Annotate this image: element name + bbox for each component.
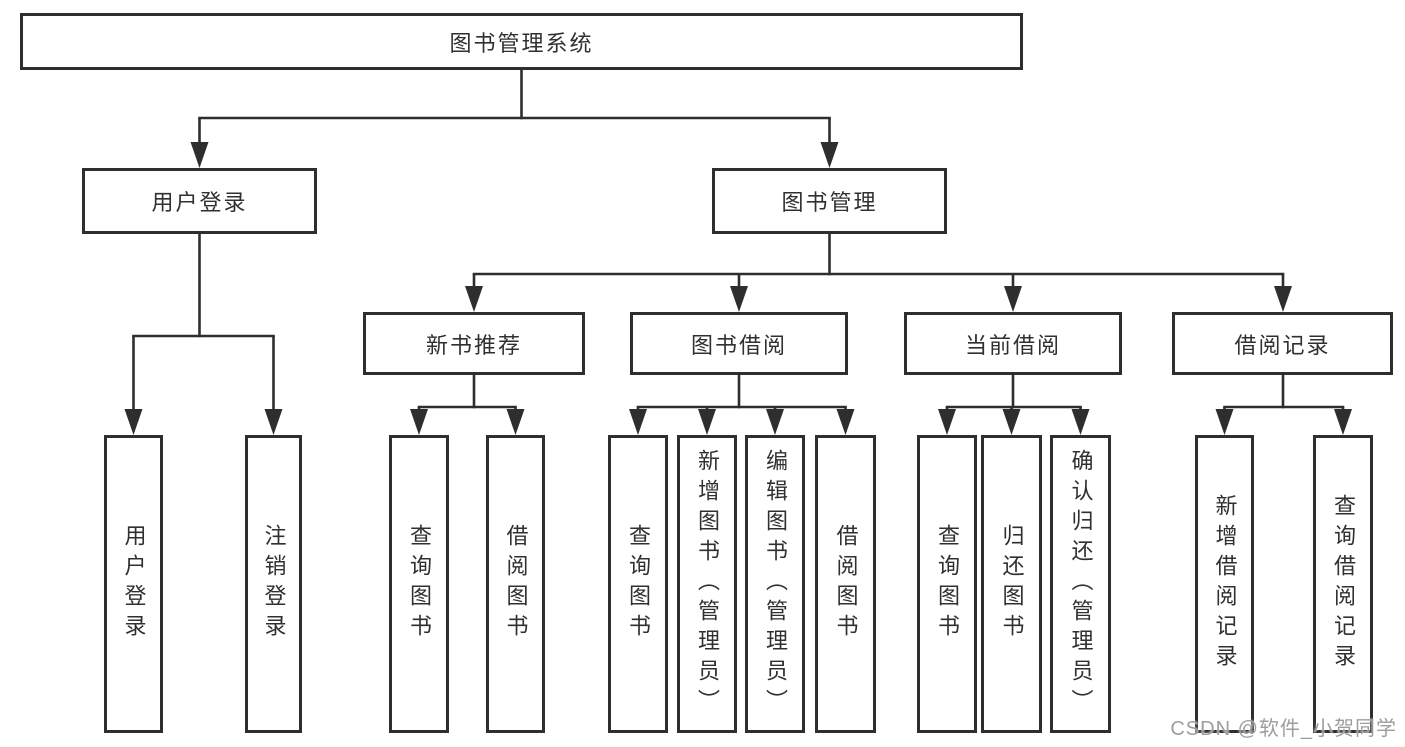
node-new-books-label: 新书推荐 xyxy=(425,332,522,358)
leaf-borrow-borrow-label: 借阅图书 xyxy=(833,524,859,644)
node-book-mgmt: 图书管理 xyxy=(712,168,947,234)
node-book-mgmt-label: 图书管理 xyxy=(781,190,878,215)
connector-book-borrow-to-leaves xyxy=(629,375,855,435)
leaf-borrow-add-label: 新增图书（管理员） xyxy=(695,449,720,719)
leaf-user-login: 用户登录 xyxy=(104,435,163,733)
leaf-records-add: 新增借阅记录 xyxy=(1195,435,1254,733)
node-borrow-records-label: 借阅记录 xyxy=(1234,332,1331,358)
connector-current-borrow-to-leaves xyxy=(938,375,1090,435)
node-root: 图书管理系统 xyxy=(20,13,1023,70)
csdn-watermark: CSDN @软件_小贺同学 xyxy=(1170,718,1397,740)
leaf-borrow-query-label: 查询图书 xyxy=(626,524,651,644)
leaf-current-confirm-label: 确认归还（管理员） xyxy=(1068,449,1094,719)
leaf-current-query-label: 查询图书 xyxy=(935,524,960,644)
leaf-borrow-edit-label: 编辑图书（管理员） xyxy=(763,449,788,719)
leaf-current-return: 归还图书 xyxy=(981,435,1042,733)
connector-new-books-to-leaves xyxy=(410,375,525,435)
node-borrow-records: 借阅记录 xyxy=(1172,312,1393,375)
connector-borrow-records-to-leaves xyxy=(1215,375,1352,435)
node-current-borrow: 当前借阅 xyxy=(904,312,1122,375)
connector-root-to-level2 xyxy=(190,70,839,168)
leaf-borrow-query: 查询图书 xyxy=(608,435,668,733)
connector-user-login-to-leaves xyxy=(124,234,283,435)
leaf-logout: 注销登录 xyxy=(245,435,302,733)
leaf-borrow-edit: 编辑图书（管理员） xyxy=(745,435,805,733)
leaf-user-login-label: 用户登录 xyxy=(121,524,147,644)
leaf-newbooks-borrow: 借阅图书 xyxy=(486,435,545,733)
leaf-newbooks-query-label: 查询图书 xyxy=(407,524,432,644)
leaf-newbooks-query: 查询图书 xyxy=(389,435,449,733)
node-current-borrow-label: 当前借阅 xyxy=(964,332,1061,358)
node-book-borrow-label: 图书借阅 xyxy=(690,332,787,358)
leaf-borrow-add: 新增图书（管理员） xyxy=(677,435,737,733)
node-new-books: 新书推荐 xyxy=(363,312,585,375)
leaf-newbooks-borrow-label: 借阅图书 xyxy=(503,524,529,644)
leaf-current-return-label: 归还图书 xyxy=(999,524,1025,644)
node-book-borrow: 图书借阅 xyxy=(630,312,848,375)
leaf-current-query: 查询图书 xyxy=(917,435,977,733)
leaf-current-confirm: 确认归还（管理员） xyxy=(1050,435,1111,733)
leaf-records-query-label: 查询借阅记录 xyxy=(1331,494,1356,674)
node-root-label: 图书管理系统 xyxy=(449,30,594,56)
node-user-login: 用户登录 xyxy=(82,168,317,234)
leaf-records-query: 查询借阅记录 xyxy=(1313,435,1373,733)
leaf-borrow-borrow: 借阅图书 xyxy=(815,435,876,733)
connector-book-mgmt-to-level3 xyxy=(465,234,1292,312)
node-user-login-label: 用户登录 xyxy=(151,190,248,215)
leaf-records-add-label: 新增借阅记录 xyxy=(1212,494,1238,674)
leaf-logout-label: 注销登录 xyxy=(261,524,287,644)
